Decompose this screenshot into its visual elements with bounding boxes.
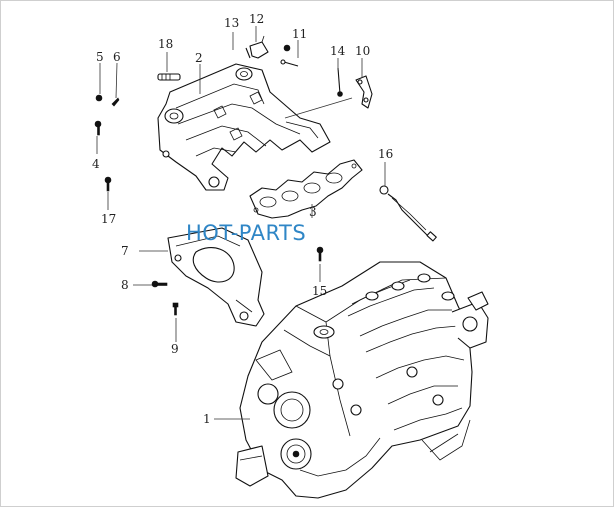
callout-2: 2: [195, 51, 203, 65]
intake-manifold: [157, 63, 331, 191]
callout-18: 18: [158, 37, 173, 51]
callout-7: 7: [121, 244, 129, 258]
callout-9: 9: [171, 342, 179, 356]
callout-17: 17: [101, 212, 116, 226]
callout-5: 5: [96, 50, 104, 64]
callout-6: 6: [113, 50, 121, 64]
callout-labels: 1 2 3 4 5 6 7 8 9 10 11 12 13 14 15 16 1…: [92, 12, 393, 426]
watermark-text: HOT-PARTS: [186, 221, 306, 245]
leader-lines: [96, 26, 386, 420]
engine-bracket: [167, 227, 265, 327]
fasteners: [94, 35, 373, 316]
oxygen-sensor: [379, 185, 437, 242]
engine-block: [235, 261, 489, 499]
callout-16: 16: [378, 147, 393, 161]
callout-1: 1: [203, 412, 211, 426]
callout-14: 14: [330, 44, 346, 58]
callout-8: 8: [121, 278, 129, 292]
callout-3: 3: [309, 205, 317, 219]
callout-10: 10: [355, 44, 370, 58]
callout-4: 4: [92, 157, 100, 171]
callout-15: 15: [312, 284, 327, 298]
manifold-gasket: [249, 159, 363, 219]
manifold-pointer-line: [284, 97, 353, 119]
callout-13: 13: [224, 16, 239, 30]
callout-11: 11: [292, 27, 307, 41]
callout-12: 12: [249, 12, 264, 26]
